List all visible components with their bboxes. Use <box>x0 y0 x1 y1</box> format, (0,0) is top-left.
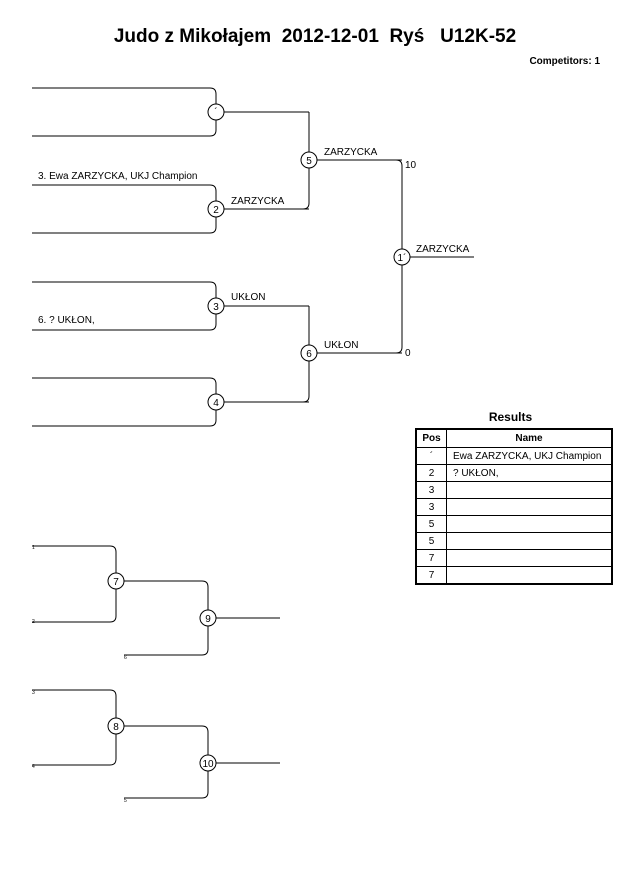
repechage-mark: 4 <box>32 764 35 770</box>
seed-label-3: 3. Ewa ZARZYCKA, UKJ Champion <box>38 171 198 182</box>
match-node-final: 1´ <box>393 248 411 266</box>
table-row: 3 <box>415 481 613 499</box>
pos-cell: 7 <box>415 566 447 585</box>
repechage-mark: 3 <box>32 690 35 696</box>
winner-label-final: ZARZYCKA <box>416 244 470 255</box>
pos-cell: 7 <box>415 549 447 567</box>
pos-cell: 2 <box>415 464 447 482</box>
bracket-line-m1 <box>32 87 309 137</box>
winner-label-m5: ZARZYCKA <box>324 147 378 158</box>
col-header-pos: Pos <box>415 428 447 448</box>
svg-text:5: 5 <box>306 156 312 167</box>
pos-cell: 3 <box>415 498 447 516</box>
repechage-mark: 6 <box>124 655 127 661</box>
name-cell <box>446 566 613 585</box>
results-table: Pos Name ´Ewa ZARZYCKA, UKJ Champion 2? … <box>415 428 613 585</box>
repechage-mark: 2 <box>32 619 35 625</box>
table-row: 7 <box>415 549 613 567</box>
table-row: 2? UKŁON, <box>415 464 613 482</box>
score-m6: 0 <box>405 348 411 359</box>
table-row: ´Ewa ZARZYCKA, UKJ Champion <box>415 447 613 465</box>
pos-cell: 5 <box>415 532 447 550</box>
bracket-line-m5 <box>302 112 402 210</box>
match-node-10: 10 <box>199 754 217 772</box>
repechage-mark: 1 <box>32 545 35 551</box>
table-row: 5 <box>415 515 613 533</box>
match-node-9: 9 <box>199 609 217 627</box>
svg-text:7: 7 <box>113 577 119 588</box>
page-title: Judo z Mikołajem 2012-12-01 Ryś U12K-52 <box>113 26 517 47</box>
col-header-name: Name <box>446 428 613 448</box>
bracket-line-m6 <box>302 306 402 403</box>
svg-text:3: 3 <box>213 302 219 313</box>
svg-text:4: 4 <box>213 398 219 409</box>
name-cell <box>446 532 613 550</box>
bracket-line-m2 <box>32 184 309 234</box>
repechage-line-a <box>32 545 280 656</box>
repechage-mark: 5 <box>124 798 127 804</box>
svg-text:2: 2 <box>213 205 219 216</box>
match-node-8: 8 <box>107 717 125 735</box>
match-node-2: 2 <box>207 200 225 218</box>
name-cell <box>446 515 613 533</box>
seed-label-6: 6. ? UKŁON, <box>38 315 95 326</box>
competitors-count: Competitors: 1 <box>529 56 600 67</box>
svg-text:6: 6 <box>306 349 312 360</box>
table-row: 7 <box>415 566 613 585</box>
svg-text:1´: 1´ <box>398 252 407 264</box>
svg-text:8: 8 <box>113 722 119 733</box>
match-node-6: 6 <box>300 344 318 362</box>
svg-text:´: ´ <box>214 106 217 118</box>
name-cell: ? UKŁON, <box>446 464 613 482</box>
pos-cell: ´ <box>415 447 447 465</box>
name-cell <box>446 498 613 516</box>
winner-label-m3: UKŁON <box>231 292 265 303</box>
results-header-row: Pos Name <box>415 428 613 448</box>
match-node-1: ´ <box>207 103 225 121</box>
table-row: 3 <box>415 498 613 516</box>
name-cell <box>446 549 613 567</box>
results-title: Results <box>488 410 533 424</box>
score-m5: 10 <box>405 160 417 171</box>
name-cell <box>446 481 613 499</box>
match-node-4: 4 <box>207 393 225 411</box>
bracket-line-m4 <box>32 377 309 427</box>
match-node-5: 5 <box>300 151 318 169</box>
name-cell: Ewa ZARZYCKA, UKJ Champion <box>446 447 613 465</box>
match-node-3: 3 <box>207 297 225 315</box>
svg-text:9: 9 <box>205 614 211 625</box>
winner-label-m6: UKŁON <box>324 340 358 351</box>
pos-cell: 3 <box>415 481 447 499</box>
winner-label-m2: ZARZYCKA <box>231 196 285 207</box>
repechage-line-b <box>32 689 280 799</box>
table-row: 5 <box>415 532 613 550</box>
svg-text:10: 10 <box>202 759 214 770</box>
match-node-7: 7 <box>107 572 125 590</box>
pos-cell: 5 <box>415 515 447 533</box>
